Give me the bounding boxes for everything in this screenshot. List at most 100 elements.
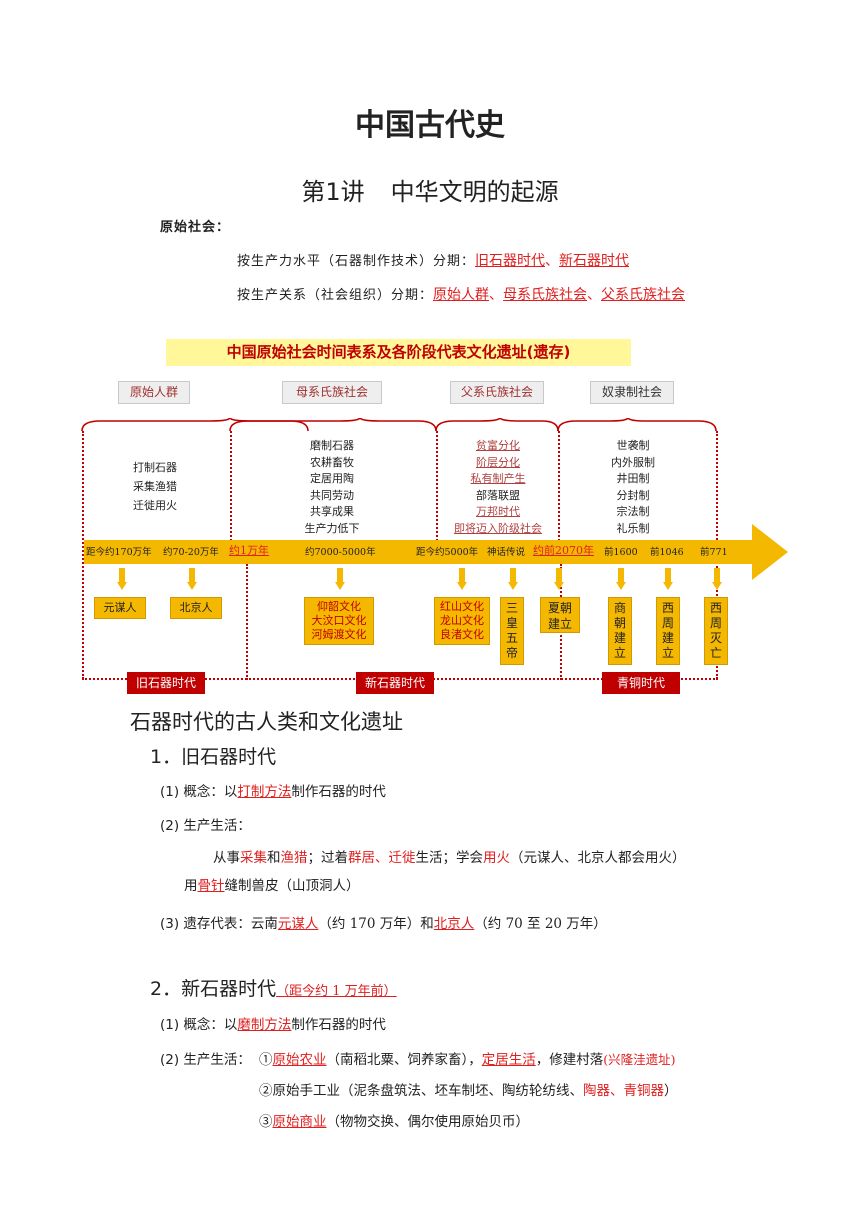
item-label: (3) 遗存代表： <box>160 916 251 932</box>
timeline-label: 约前2070年 <box>533 544 594 557</box>
divider <box>82 431 84 679</box>
char: 建 <box>661 631 674 645</box>
text: 云南 <box>250 916 278 932</box>
text: （物物交换、偶尔使用原始贝币） <box>326 1114 530 1130</box>
neolithic-concept: (1) 概念：以磨制方法制作石器的时代 <box>160 1013 386 1033</box>
desc-item: 阶层分化 <box>476 455 520 469</box>
text: （元谋人、北京人都会用火） <box>510 850 686 866</box>
desc-item: 迁徙用火 <box>133 499 177 512</box>
timeline-label: 距今约170万年 <box>86 547 152 558</box>
text-line: 夏朝 <box>547 601 572 615</box>
desc-item: 宗法制 <box>616 505 650 519</box>
desc-item: 农耕畜牧 <box>310 455 354 469</box>
desc-item: 分封制 <box>616 488 650 502</box>
text: ① <box>259 1052 273 1068</box>
char: 建 <box>613 631 626 645</box>
keyword: 磨制方法 <box>237 1017 292 1033</box>
neolithic-life-line1: ①原始农业（南稻北粟、饲养家畜），定居生活，修建村落(兴隆洼遗址) <box>259 1048 676 1068</box>
timeline-arrow-bar <box>84 540 754 564</box>
site-shang-founded: 商 朝 建 立 <box>608 597 632 665</box>
culture-name: 红山文化 <box>440 600 484 613</box>
desc-item: 世袭制 <box>616 439 650 452</box>
keyword: 原始农业 <box>272 1052 327 1068</box>
desc-item: 私有制产生 <box>470 472 526 486</box>
char: 皇 <box>505 616 518 630</box>
heading-note: （距今约 1 万年前） <box>276 984 397 999</box>
text: ；过着 <box>307 850 349 866</box>
timeline-label: 距今约5000年 <box>416 547 479 558</box>
keyword: 陶器、青铜器 <box>583 1083 664 1099</box>
text: ，修建村落 <box>535 1052 604 1068</box>
char: 亡 <box>709 646 722 660</box>
text: ） <box>664 1083 678 1099</box>
era-paleolithic: 旧石器时代 <box>127 672 205 694</box>
char: 周 <box>709 616 722 630</box>
timeline-label: 前1600 <box>604 547 638 558</box>
keyword: 渔猎 <box>280 850 308 866</box>
char: 周 <box>661 616 674 630</box>
stage-slavery: 奴隶制社会 <box>590 381 674 404</box>
char: 西 <box>661 601 674 615</box>
site-western-zhou-fall: 西 周 灭 亡 <box>704 597 728 665</box>
separator: 、 <box>587 287 602 303</box>
site-patriarchal-cultures: 红山文化 龙山文化 良渚文化 <box>434 597 490 645</box>
paleolithic-concept: (1) 概念：以打制方法制作石器的时代 <box>160 780 386 800</box>
period-value: 母系氏族社会 <box>503 287 588 303</box>
down-arrow-icon <box>663 568 673 590</box>
keyword: (兴隆洼遗址) <box>603 1052 676 1067</box>
keyword: 骨针 <box>197 878 225 894</box>
culture-name: 仰韶文化 <box>317 600 361 613</box>
keyword: 元谋人 <box>277 916 319 932</box>
period-value: 父系氏族社会 <box>601 287 686 303</box>
text: 缝制兽皮（山顶洞人） <box>224 878 360 894</box>
desc-item: 内外服制 <box>611 455 655 469</box>
char: 立 <box>661 646 674 660</box>
desc-primitive: 打制石器 采集渔猎 迁徙用火 <box>110 458 200 515</box>
timeline-label: 前771 <box>700 547 728 558</box>
paleolithic-heading: 1．旧石器时代 <box>150 746 277 768</box>
keyword: 定居生活 <box>481 1052 536 1068</box>
site-western-zhou-founded: 西 周 建 立 <box>656 597 680 665</box>
text: 生活；学会 <box>415 850 484 866</box>
page-title: 中国古代史 <box>355 108 505 143</box>
desc-item: 采集渔猎 <box>133 480 177 493</box>
text: ②原始手工业（泥条盘筑法、坯车制坯、陶纺轮纺线、 <box>259 1083 583 1099</box>
down-arrow-icon <box>335 568 345 590</box>
desc-item: 部落联盟 <box>476 488 520 502</box>
periodization-prefix: 按生产力水平（石器制作技术）分期： <box>237 254 476 269</box>
timeline-arrow-head <box>752 524 788 580</box>
text: （约 170 万年）和 <box>318 916 434 932</box>
char: 朝 <box>613 616 626 630</box>
paleolithic-relics: (3) 遗存代表：云南元谋人（约 170 万年）和北京人（约 70 至 20 万… <box>160 912 607 932</box>
desc-item: 生产力低下 <box>304 521 360 535</box>
desc-item: 定居用陶 <box>310 472 354 486</box>
site-matriarchal-cultures: 仰韶文化 大汶口文化 河姆渡文化 <box>304 597 374 645</box>
char: 灭 <box>709 631 722 645</box>
timeline-label: 神话传说 <box>487 547 526 558</box>
item-label: (2) 生产生活： <box>160 1052 251 1068</box>
period-value: 新石器时代 <box>559 253 630 269</box>
char: 立 <box>613 646 626 660</box>
text: 以 <box>223 1017 238 1033</box>
diagram-title: 中国原始社会时间表系及各阶段代表文化遗址(遗存) <box>166 339 631 366</box>
neolithic-life-line3: ③原始商业（物物交换、偶尔使用原始贝币） <box>259 1110 529 1130</box>
text: （南稻北粟、饲养家畜）， <box>326 1052 482 1068</box>
desc-item: 共享成果 <box>310 505 354 519</box>
desc-item: 共同劳动 <box>310 488 354 502</box>
desc-matriarchal: 磨制石器 农耕畜牧 定居用陶 共同劳动 共享成果 生产力低下 <box>282 438 382 538</box>
desc-item: 万邦时代 <box>476 505 520 519</box>
neolithic-life-line2: ②原始手工业（泥条盘筑法、坯车制坯、陶纺轮纺线、陶器、青铜器） <box>259 1079 678 1099</box>
item-label: (1) 概念： <box>160 784 224 800</box>
text: ③ <box>259 1114 273 1130</box>
separator: 、 <box>545 253 560 269</box>
text: 制作石器的时代 <box>291 1017 386 1033</box>
stage-braces <box>81 418 717 432</box>
site-sanhuang-wudi: 三 皇 五 帝 <box>500 597 524 665</box>
text: 以 <box>223 784 238 800</box>
timeline-label: 前1046 <box>650 547 684 558</box>
heading-text: 2．新石器时代 <box>150 978 277 1000</box>
timeline-label: 约7000-5000年 <box>305 547 376 558</box>
paleolithic-life-line2: 用骨针缝制兽皮（山顶洞人） <box>184 874 360 894</box>
keyword: 用火 <box>483 850 510 866</box>
divider <box>230 431 232 541</box>
